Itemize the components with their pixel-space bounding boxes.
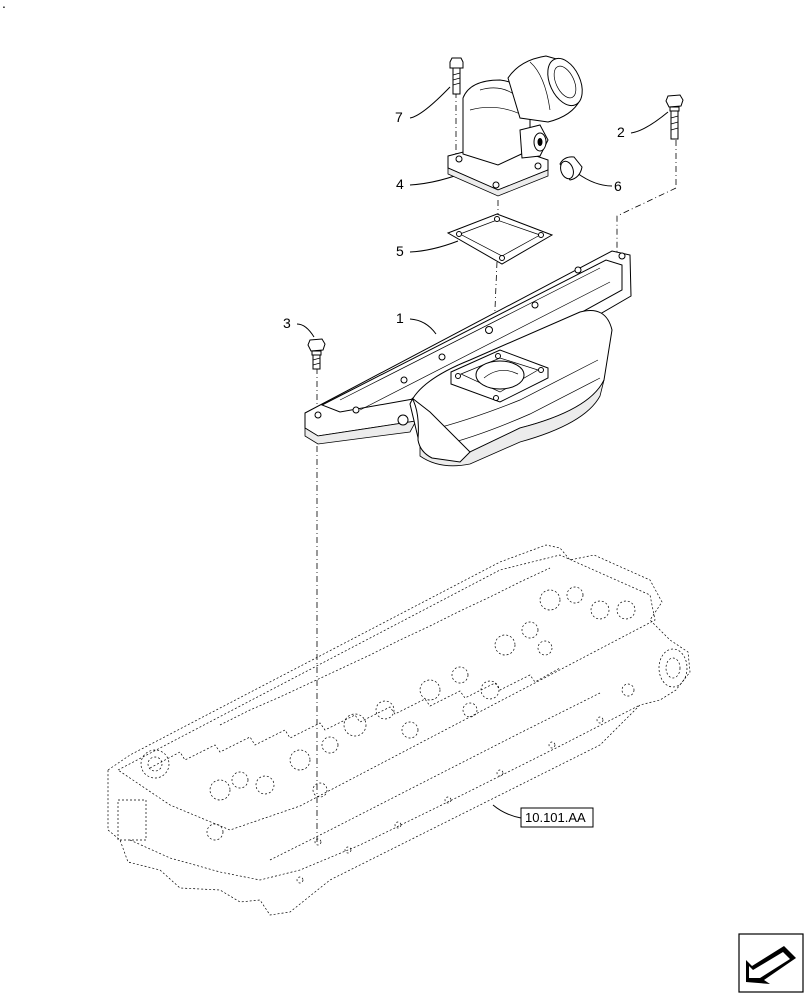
callout-2[interactable]: 2 <box>617 111 669 140</box>
callout-7-label: 7 <box>395 109 403 125</box>
callout-6[interactable]: 6 <box>576 172 622 194</box>
elbow-outlet-4[interactable] <box>447 53 589 197</box>
reference-leader <box>492 804 522 819</box>
callout-2-leader <box>630 111 669 134</box>
callout-7-leader <box>409 86 451 119</box>
gasket-5[interactable] <box>446 213 554 265</box>
corner-mark: . <box>2 0 6 11</box>
callout-5-leader <box>409 240 459 253</box>
callout-2-label: 2 <box>617 124 625 140</box>
cylinder-head-phantom <box>107 544 691 916</box>
callout-5[interactable]: 5 <box>396 240 459 259</box>
callout-6-label: 6 <box>614 178 622 194</box>
orientation-arrow-icon <box>738 933 804 993</box>
callout-3-label: 3 <box>283 315 291 331</box>
callout-6-leader <box>576 172 613 187</box>
valve-bosses <box>209 586 610 801</box>
callout-1-leader <box>409 318 437 335</box>
alignment-lines <box>316 92 677 842</box>
bolt-2[interactable] <box>665 94 684 140</box>
bolt-3[interactable] <box>307 338 326 370</box>
intake-manifold-1[interactable] <box>304 250 632 467</box>
plug-6[interactable] <box>558 156 583 181</box>
reference-box <box>520 807 594 828</box>
bolt-7[interactable] <box>449 57 464 95</box>
reference-label: 10.101.AA <box>525 810 586 825</box>
callout-3-leader <box>296 323 315 338</box>
reference-10-101-AA[interactable]: 10.101.AA <box>492 804 594 828</box>
callout-1-label: 1 <box>396 310 404 326</box>
callout-5-label: 5 <box>396 243 404 259</box>
callout-4-label: 4 <box>396 176 404 192</box>
callout-1[interactable]: 1 <box>396 310 437 335</box>
head-bolt-holes <box>296 716 604 884</box>
callout-3[interactable]: 3 <box>283 315 315 338</box>
callout-7[interactable]: 7 <box>395 86 451 125</box>
